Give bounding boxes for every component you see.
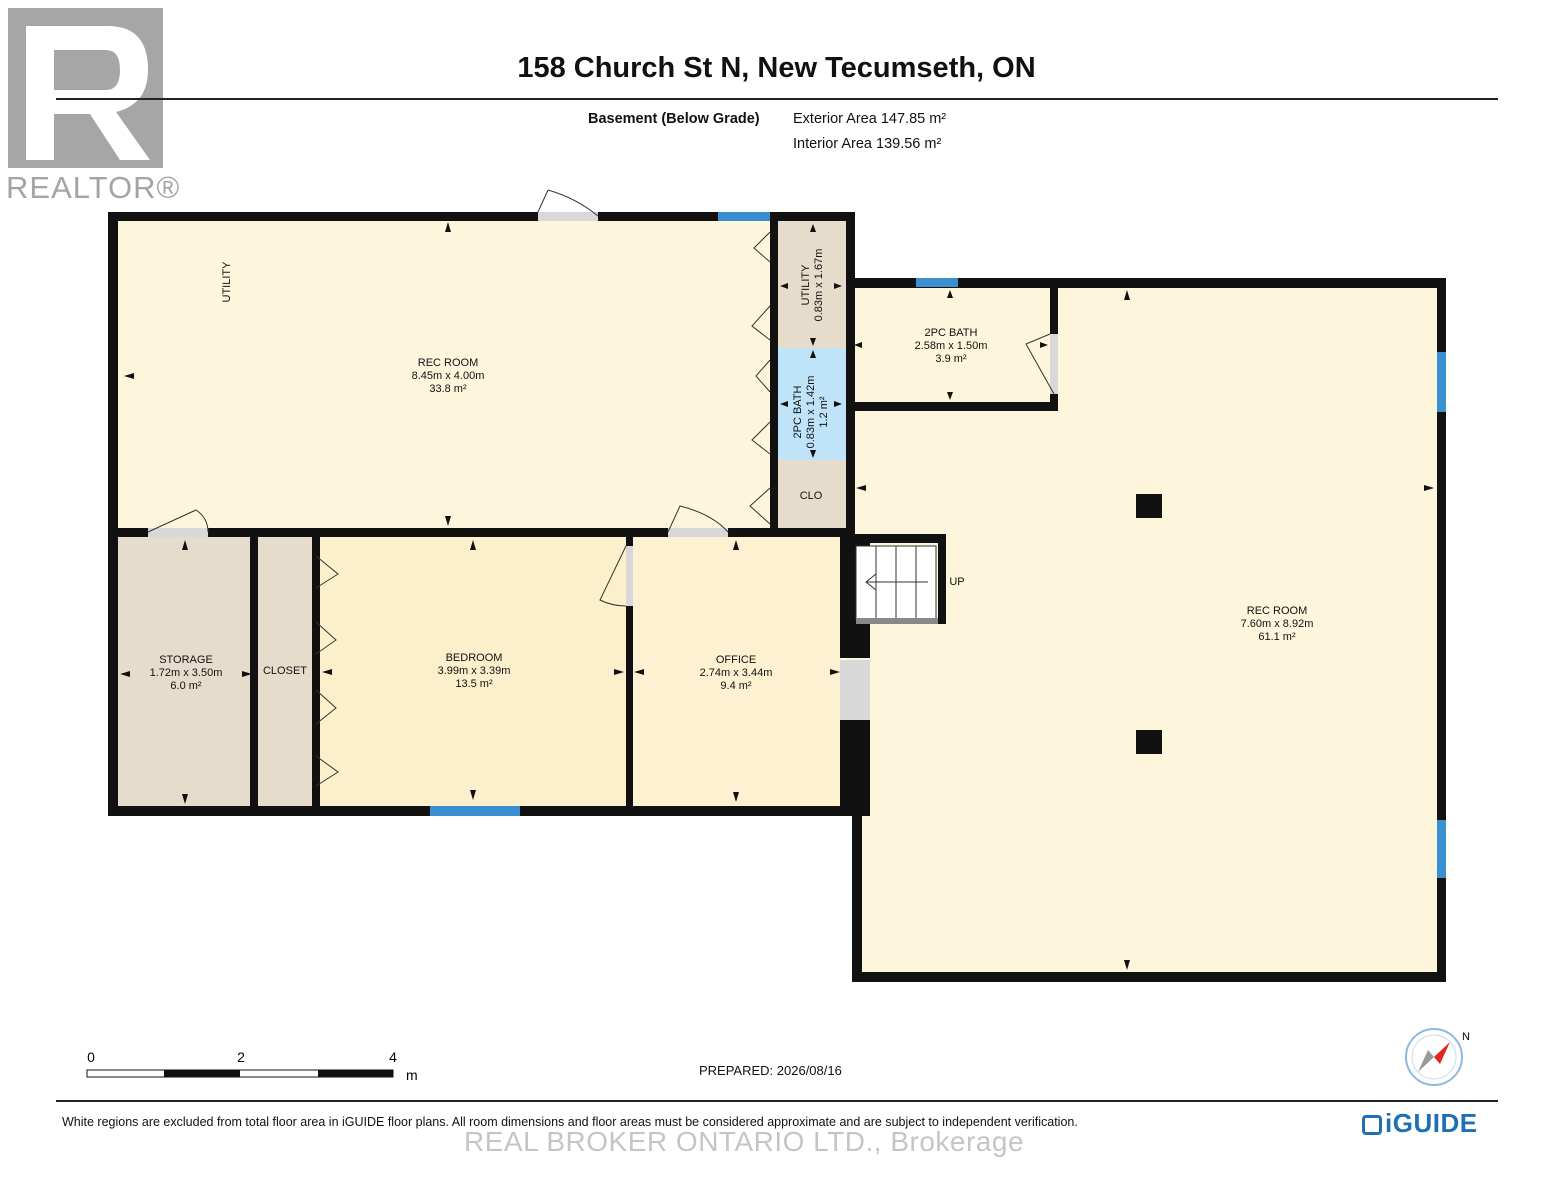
clo-fill — [778, 460, 846, 534]
rec-room-right-area: 61.1 m² — [1258, 631, 1296, 643]
compass-north-label: N — [1462, 1031, 1470, 1043]
rec-room-right-name: REC ROOM — [1247, 605, 1308, 617]
brokerage-watermark: REAL BROKER ONTARIO LTD., Brokerage — [464, 1126, 1025, 1157]
office-name: OFFICE — [716, 654, 756, 666]
utility-small-fill — [778, 218, 846, 348]
office-area: 9.4 m² — [720, 680, 752, 692]
storage-name: STORAGE — [159, 654, 213, 666]
rec-room-right-dims: 7.60m x 8.92m — [1241, 618, 1314, 630]
disclaimer-text: White regions are excluded from total fl… — [62, 1115, 1078, 1129]
interior-area: Interior Area 139.56 m² — [793, 136, 942, 152]
stairs-up-label: UP — [949, 576, 964, 588]
storage-dims: 1.72m x 3.50m — [150, 667, 223, 679]
bath-small-name: 2PC BATH — [792, 385, 804, 438]
scale-label-2: 2 — [237, 1049, 245, 1065]
realtor-logo — [8, 8, 163, 168]
bath-right-dims: 2.58m x 1.50m — [915, 340, 988, 352]
compass-icon: N — [1405, 1028, 1470, 1086]
bedroom-name: BEDROOM — [446, 652, 503, 664]
bath-small-dims: 0.83m x 1.42m — [805, 376, 817, 449]
scale-bar: 0 2 4 m — [86, 1049, 418, 1083]
iguide-brand: iGUIDE — [1385, 1108, 1478, 1138]
header-divider — [56, 98, 1498, 100]
stairs — [855, 545, 938, 624]
utility-label: UTILITY — [221, 261, 233, 303]
bath-right-name: 2PC BATH — [925, 327, 978, 339]
iguide-icon — [1362, 1115, 1382, 1135]
utility-small-name: UTILITY — [800, 264, 812, 306]
clo-name: CLO — [800, 490, 823, 502]
rec-room-right-fill — [846, 284, 1440, 976]
realtor-logo-text: REALTOR® — [6, 170, 181, 205]
office-dims: 2.74m x 3.44m — [700, 667, 773, 679]
rec-room-left-name: REC ROOM — [418, 357, 479, 369]
closet-fill — [256, 536, 316, 808]
rec-room-left-fill — [118, 218, 778, 534]
rec-room-left-area: 33.8 m² — [429, 383, 467, 395]
iguide-logo: iGUIDE — [1362, 1108, 1478, 1139]
bath-small-area: 1.2 m² — [818, 396, 830, 428]
scale-label-4: 4 — [389, 1049, 397, 1065]
office-fill — [630, 536, 842, 806]
prepared-date: PREPARED: 2026/08/16 — [699, 1063, 842, 1078]
closet-name: CLOSET — [263, 665, 307, 677]
utility-small-dims: 0.83m x 1.67m — [813, 249, 825, 322]
scale-unit: m — [406, 1067, 418, 1083]
bedroom-area: 13.5 m² — [455, 678, 493, 690]
windows — [430, 212, 1446, 878]
scale-label-0: 0 — [87, 1049, 95, 1065]
bedroom-fill — [318, 536, 628, 806]
bath-right-area: 3.9 m² — [935, 353, 967, 365]
page-title: 158 Church St N, New Tecumseth, ON — [517, 52, 1036, 84]
storage-fill — [116, 536, 254, 808]
rec-room-left-dims: 8.45m x 4.00m — [412, 370, 485, 382]
storage-area: 6.0 m² — [170, 680, 202, 692]
exterior-area: Exterior Area 147.85 m² — [793, 111, 947, 127]
bedroom-dims: 3.99m x 3.39m — [438, 665, 511, 677]
level-label: Basement (Below Grade) — [588, 111, 760, 127]
